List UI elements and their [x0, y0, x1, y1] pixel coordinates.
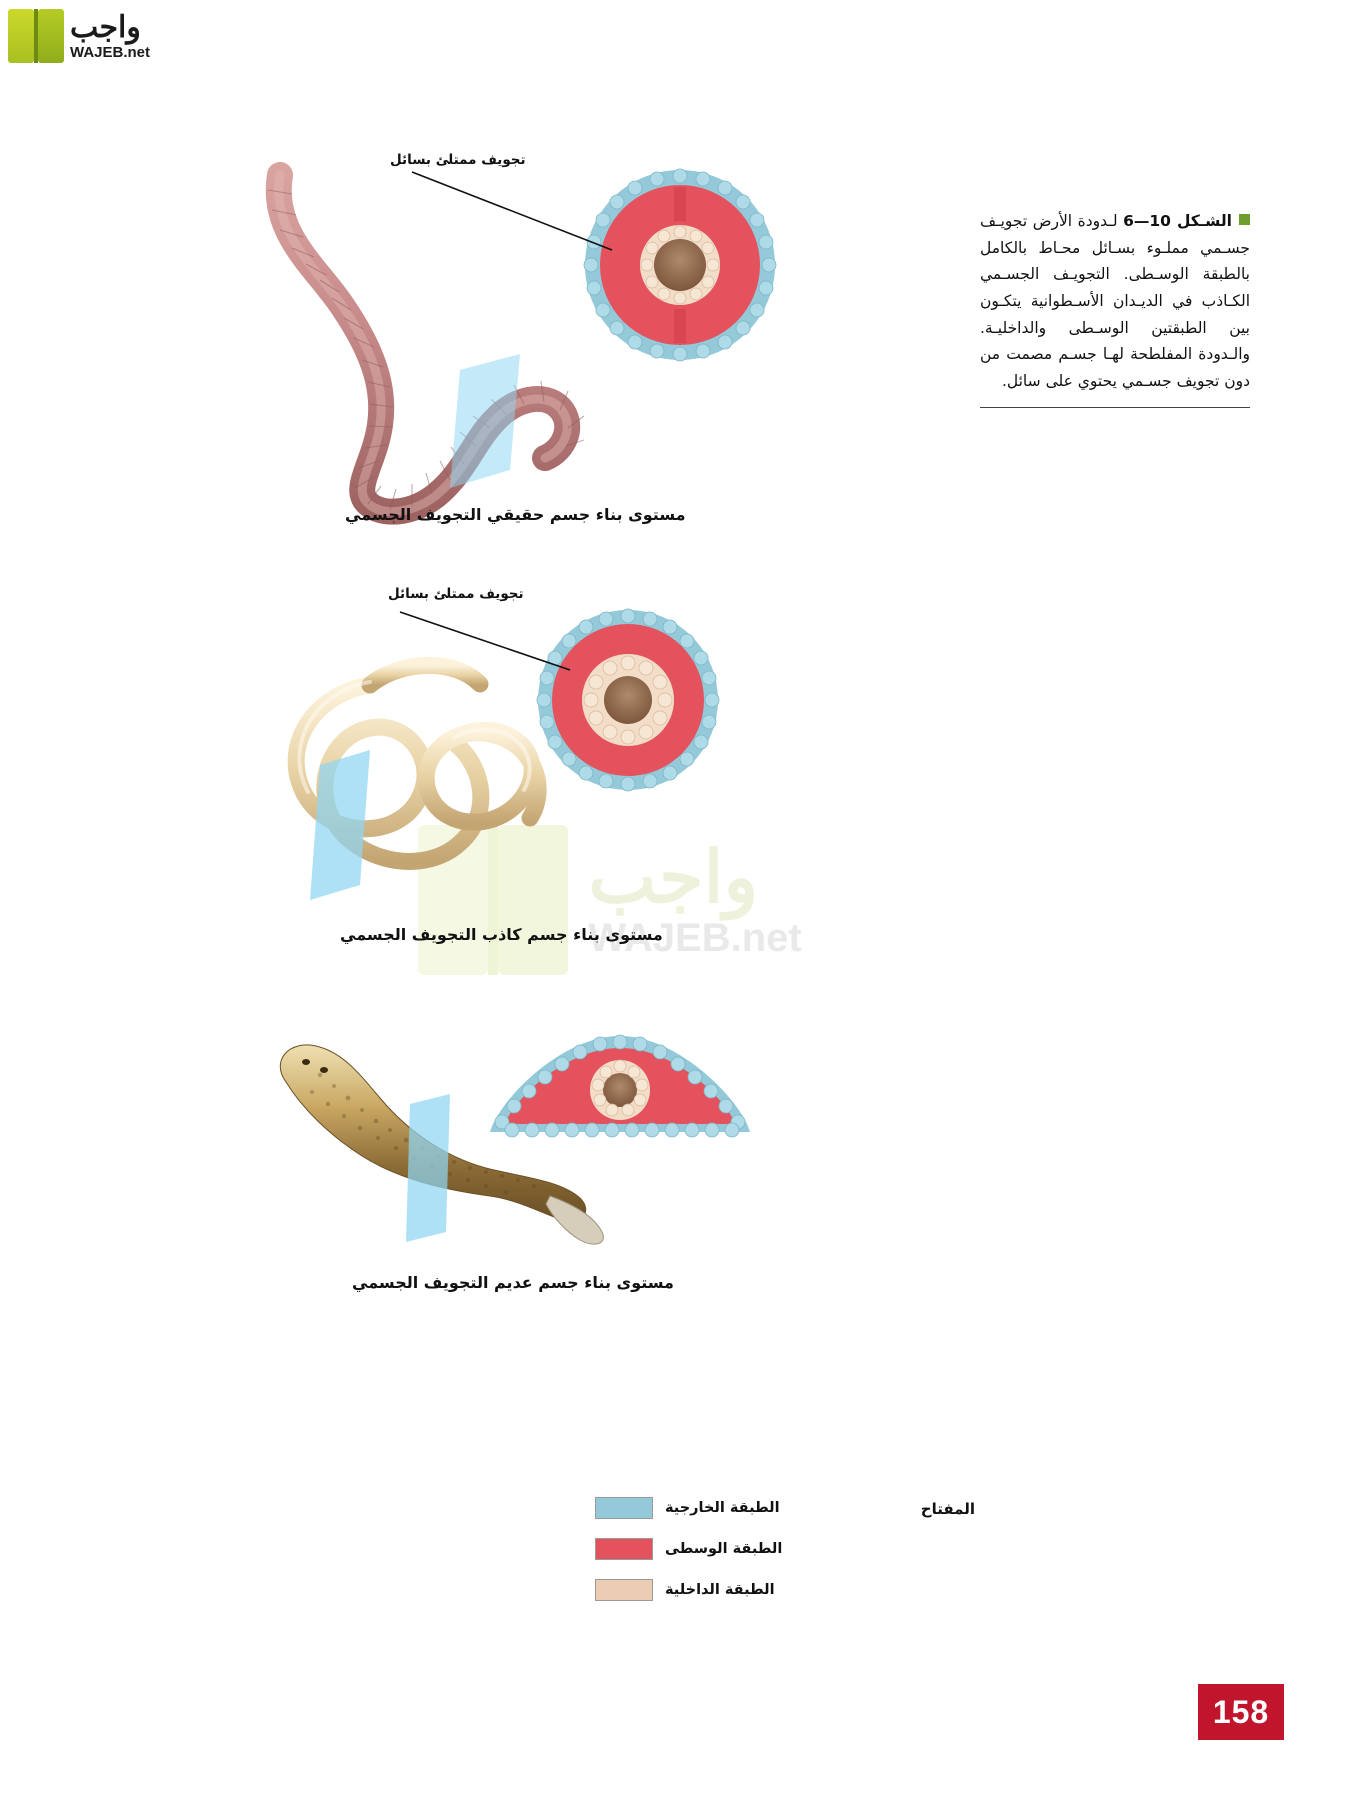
legend-item-mesoderm: الطبقة الوسطى: [595, 1538, 895, 1560]
legend-item-endoderm: الطبقة الداخلية: [595, 1579, 895, 1601]
caption-coelomate: مستوى بناء جسم حقيقي التجويف الجسمي: [345, 505, 686, 524]
flatworm-illustration: [279, 1044, 604, 1245]
legend-key: المفتاح الطبقة الخارجية الطبقة الوسطى ال…: [595, 1497, 975, 1621]
legend-label-mesoderm: الطبقة الوسطى: [665, 1541, 783, 1557]
callout-fluid-filled-cavity-1: تجويف ممتلئ بسائل: [390, 152, 526, 168]
endoderm-beads: [591, 1059, 649, 1117]
endoderm-beads: [583, 655, 673, 745]
site-logo: واجب WAJEB.net: [0, 0, 200, 72]
section-plane: [450, 354, 520, 488]
ectoderm-beads: [494, 1034, 746, 1138]
logo-text: واجب WAJEB.net: [70, 10, 151, 61]
section-plane: [310, 750, 370, 900]
legend-swatch-mesoderm: [595, 1538, 653, 1560]
legend-item-ectoderm: الطبقة الخارجية: [595, 1497, 895, 1519]
figure-pseudocoelomate: [250, 600, 870, 930]
figure-side-note: الشـكل 10—6 لـدودة الأرض تجويـف جسـمي مم…: [980, 208, 1250, 408]
endoderm-layer: [640, 225, 720, 305]
legend-label-ectoderm: الطبقة الخارجية: [665, 1500, 780, 1516]
ectoderm-beads: [583, 168, 777, 362]
figure-label: الشـكل 10—6: [1123, 212, 1232, 230]
figure-description: لـدودة الأرض تجويـف جسـمي مملـوء بسـائل …: [980, 212, 1250, 390]
callout-leader-line: [399, 611, 571, 671]
section-plane: [406, 1094, 450, 1242]
roundworm-highlight: [297, 680, 532, 794]
gut-lumen: [604, 676, 652, 724]
endoderm-beads: [640, 225, 720, 305]
bullet-marker: [1239, 214, 1250, 225]
caption-acoelomate: مستوى بناء جسم عديم التجويف الجسمي: [352, 1273, 674, 1292]
book-icon: [8, 9, 64, 63]
gut-lumen: [603, 1073, 637, 1107]
legend-swatch-ectoderm: [595, 1497, 653, 1519]
earthworm-illustration: [265, 162, 585, 525]
logo-domain: WAJEB.net: [70, 43, 151, 61]
logo-arabic: واجب: [70, 10, 142, 44]
ectoderm-beads: [536, 608, 720, 792]
cross-section-acoelomate: [490, 1034, 750, 1138]
page-number: 158: [1198, 1684, 1284, 1740]
legend-label-endoderm: الطبقة الداخلية: [665, 1582, 775, 1598]
divider: [980, 406, 1250, 408]
caption-pseudocoelomate: مستوى بناء جسم كاذب التجويف الجسمي: [340, 925, 663, 944]
cross-section-coelomate: [583, 168, 777, 362]
callout-leader-line: [411, 171, 613, 251]
cross-section-pseudocoelomate: [536, 608, 720, 792]
figure-acoelomate: [250, 1020, 870, 1290]
figure-coelomate: [260, 140, 850, 540]
legend-swatch-endoderm: [595, 1579, 653, 1601]
legend-title: المفتاح: [920, 1500, 975, 1518]
callout-fluid-filled-cavity-2: تجويف ممتلئ بسائل: [388, 586, 524, 602]
